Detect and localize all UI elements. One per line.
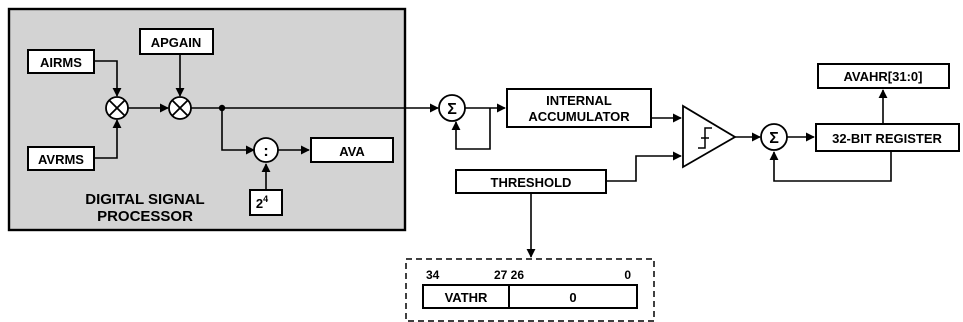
dsp-label-line2: PROCESSOR (97, 208, 193, 225)
ava-label: AVA (339, 144, 365, 159)
power-of-two-block: 24 (249, 189, 283, 216)
summation-1-icon: Σ (438, 94, 466, 122)
bit-34-label: 34 (426, 268, 440, 282)
register-32-block: 32-BIT REGISTER (815, 123, 960, 152)
sum-2-symbol: Σ (769, 130, 779, 147)
threshold-label: THRESHOLD (491, 175, 572, 190)
internal-accumulator-block: INTERNAL ACCUMULATOR (506, 88, 652, 128)
svg-text:24: 24 (256, 194, 268, 211)
avahr-block: AVAHR[31:0] (817, 63, 950, 89)
register-feedback-wire (769, 151, 892, 182)
summation-2-icon: Σ (760, 123, 788, 151)
threshold-to-comparator-wire (606, 151, 682, 182)
multiplier-2-icon (168, 96, 192, 120)
divider-symbol: : (263, 143, 268, 160)
sum-1-symbol: Σ (447, 101, 457, 118)
acc-feedback-wire (451, 108, 491, 150)
multiplier-1-icon (105, 96, 129, 120)
airms-wire (94, 60, 122, 97)
airms-block: AIRMS (27, 49, 95, 74)
avrms-block: AVRMS (27, 146, 95, 171)
field-zero-label: 0 (569, 290, 576, 305)
power-exponent: 4 (263, 194, 268, 204)
register-detail-frame (405, 258, 655, 322)
airms-label: AIRMS (40, 55, 82, 70)
dsp-label-line1: DIGITAL SIGNAL (85, 191, 204, 208)
bit-0-label: 0 (624, 268, 631, 282)
internal-acc-line2: ACCUMULATOR (528, 109, 630, 124)
branch-to-divider-wire (221, 108, 255, 155)
apgain-block: APGAIN (139, 28, 214, 55)
register-32-label: 32-BIT REGISTER (832, 131, 942, 146)
register-detail-bar (422, 284, 638, 309)
avahr-label: AVAHR[31:0] (844, 69, 923, 84)
threshold-block: THRESHOLD (455, 169, 607, 194)
avrms-wire (94, 119, 122, 159)
bit-27-26-label: 27 26 (494, 268, 524, 282)
divider-icon: : (253, 137, 279, 163)
apgain-label: APGAIN (151, 35, 202, 50)
field-vathr-label: VATHR (445, 290, 488, 305)
power-base: 2 (256, 196, 263, 211)
ava-block: AVA (310, 137, 394, 163)
avrms-label: AVRMS (38, 152, 84, 167)
internal-acc-line1: INTERNAL (546, 93, 612, 108)
comparator-icon (682, 104, 737, 169)
